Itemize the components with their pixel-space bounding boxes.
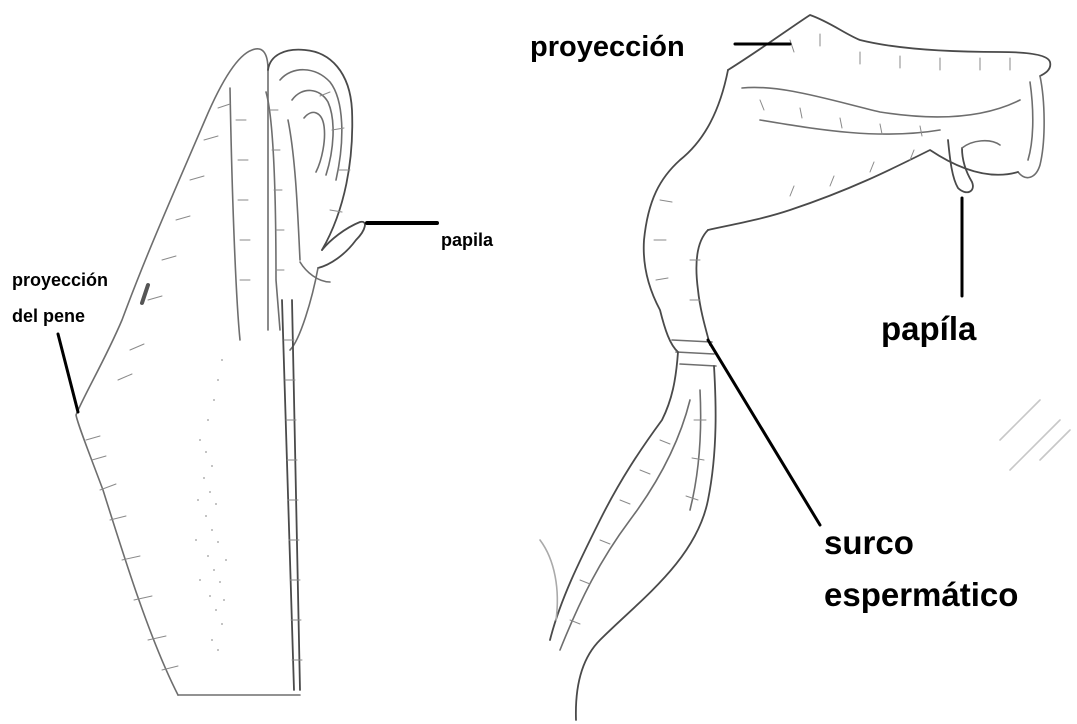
label-spermatic-groove-line1: surco [824, 517, 1018, 569]
label-penis-projection: proyección del pene [12, 262, 108, 334]
label-papilla-left: papila [441, 231, 493, 249]
label-penis-projection-line2: del pene [12, 298, 108, 334]
stippling [195, 359, 227, 651]
leader-groove [708, 340, 820, 525]
label-penis-projection-line1: proyección [12, 262, 108, 298]
leader-projection-left [58, 334, 78, 412]
label-papilla-right: papíla [881, 312, 976, 345]
label-spermatic-groove: surco espermático [824, 517, 1018, 621]
label-projection-right: proyección [530, 33, 685, 62]
label-spermatic-groove-line2: espermático [824, 569, 1018, 621]
left-penis-drawing [58, 49, 437, 695]
